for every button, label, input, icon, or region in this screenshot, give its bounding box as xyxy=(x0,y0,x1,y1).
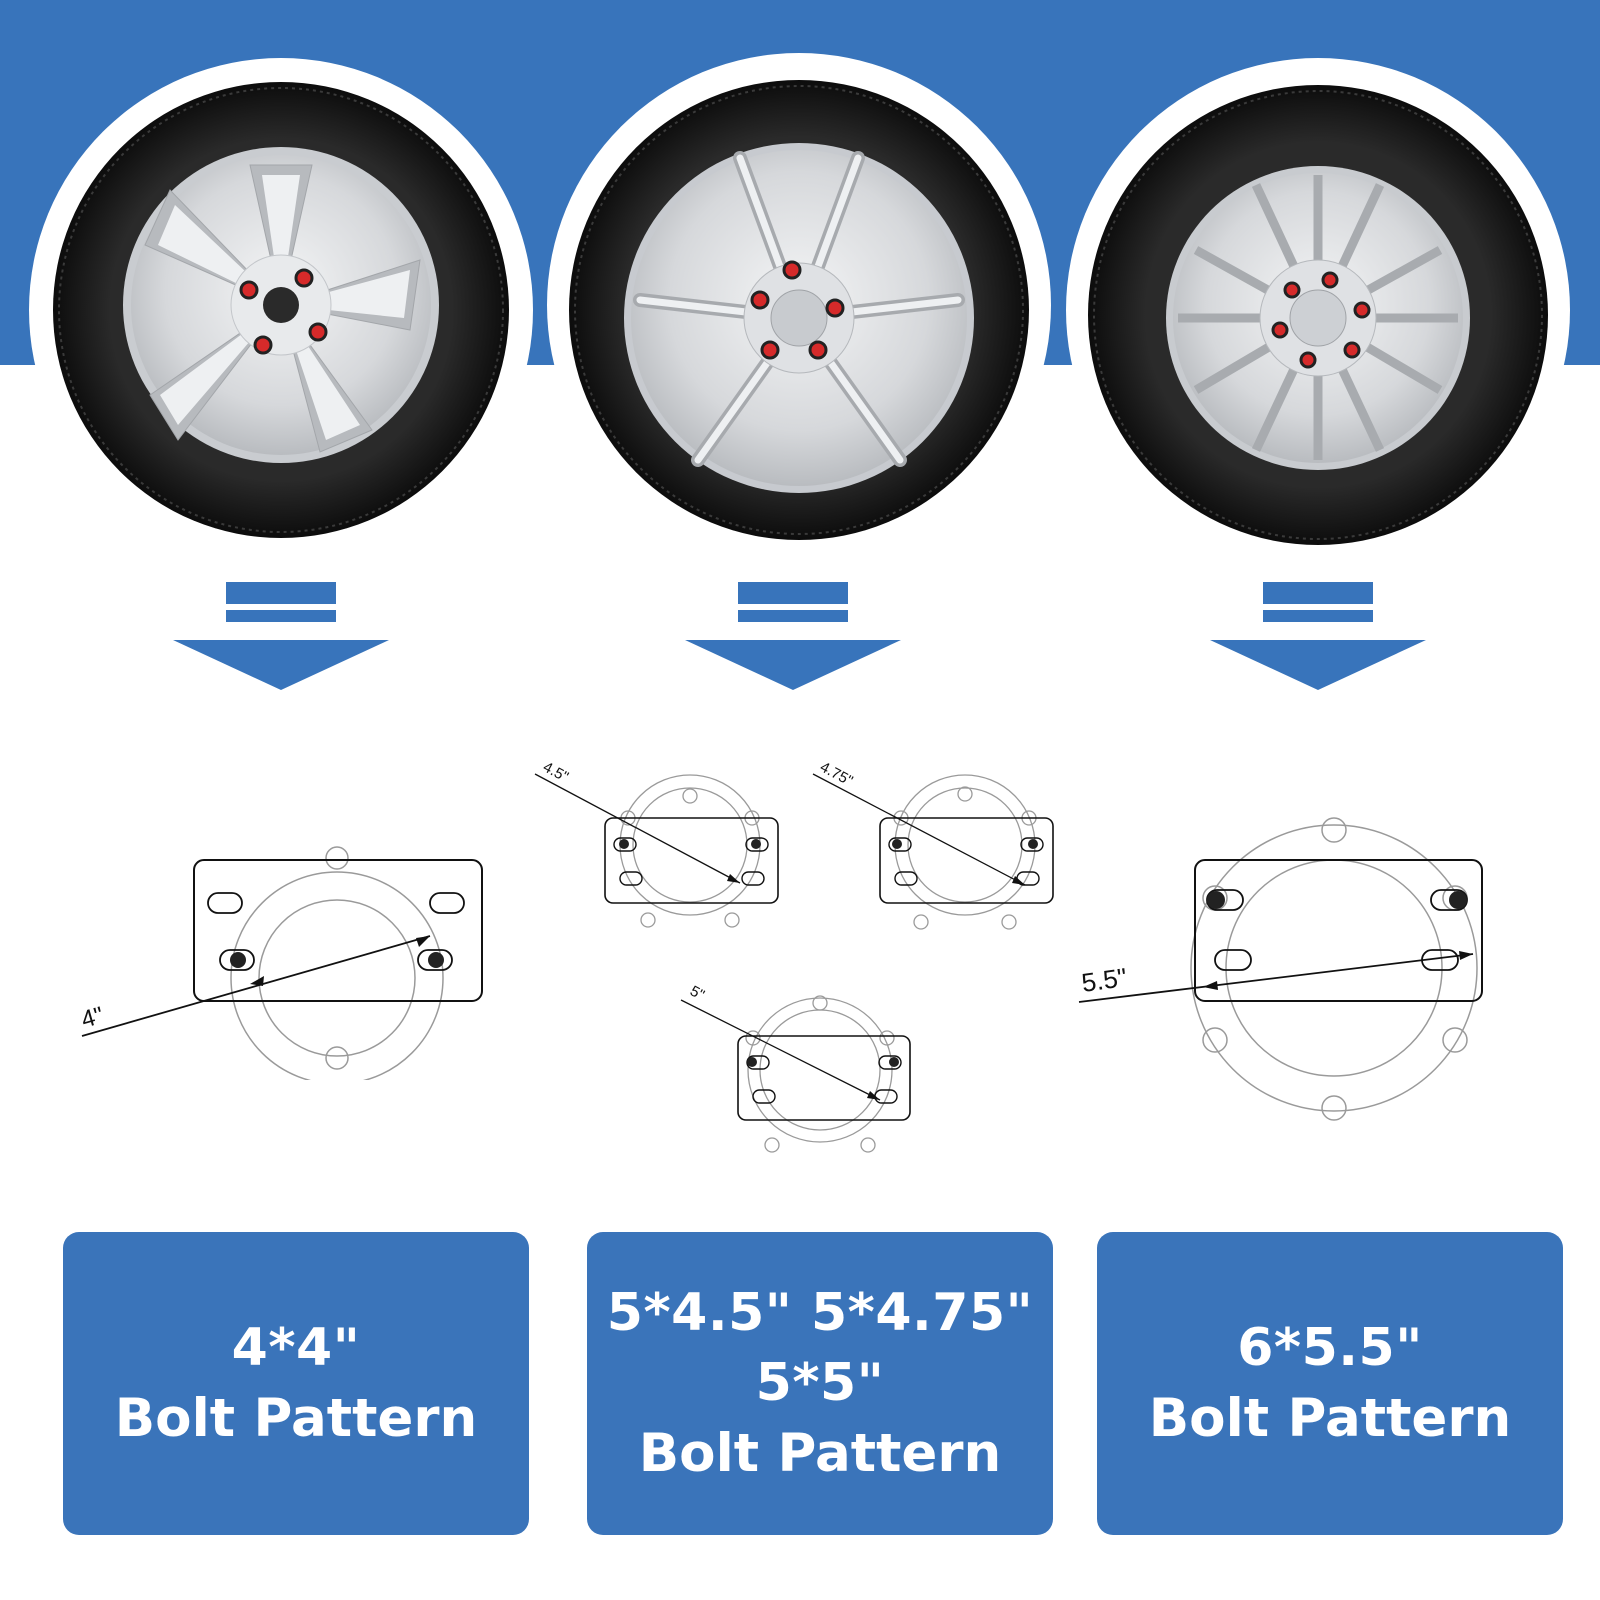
bolt-diagram-4-75: 4.75" xyxy=(812,760,1054,930)
box-pattern-label: Bolt Pattern xyxy=(638,1422,1002,1484)
box-pattern-label: Bolt Pattern xyxy=(114,1387,478,1449)
diagram-label: 4.75" xyxy=(817,760,855,790)
box-size-line: 4*4" xyxy=(231,1317,361,1378)
box-size-line: 6*5.5" xyxy=(1237,1317,1423,1378)
box-size-line: 5*5" xyxy=(755,1352,885,1413)
bolt-diagram-4-5: 4.5" xyxy=(534,760,779,928)
bolt-diagram-4: 4" xyxy=(78,846,483,1080)
wheels-illustration xyxy=(29,53,1570,560)
down-arrow-icon xyxy=(1210,582,1426,690)
diagram-label: 4" xyxy=(78,1002,106,1034)
down-arrow-icon xyxy=(685,582,901,690)
diagram-label: 5" xyxy=(687,983,707,1004)
down-arrow-icon xyxy=(173,582,389,690)
bolt-pattern-box-6x5-5: 6*5.5" Bolt Pattern xyxy=(1097,1232,1563,1535)
bolt-diagram-5: 5" xyxy=(680,983,911,1153)
wheel-4-lug xyxy=(29,58,533,560)
diagram-label: 5.5" xyxy=(1080,962,1129,998)
bolt-diagram-5-5: 5.5" xyxy=(1078,817,1483,1121)
box-pattern-label: Bolt Pattern xyxy=(1148,1387,1512,1449)
box-size-line: 5*4.5" 5*4.75" xyxy=(606,1282,1034,1343)
wheel-6-lug xyxy=(1066,58,1570,560)
wheel-5-lug xyxy=(547,53,1051,557)
diagram-label: 4.5" xyxy=(540,760,571,786)
bolt-pattern-box-5-lug: 5*4.5" 5*4.75" 5*5" Bolt Pattern xyxy=(587,1232,1053,1535)
bolt-pattern-box-4x4: 4*4" Bolt Pattern xyxy=(63,1232,529,1535)
